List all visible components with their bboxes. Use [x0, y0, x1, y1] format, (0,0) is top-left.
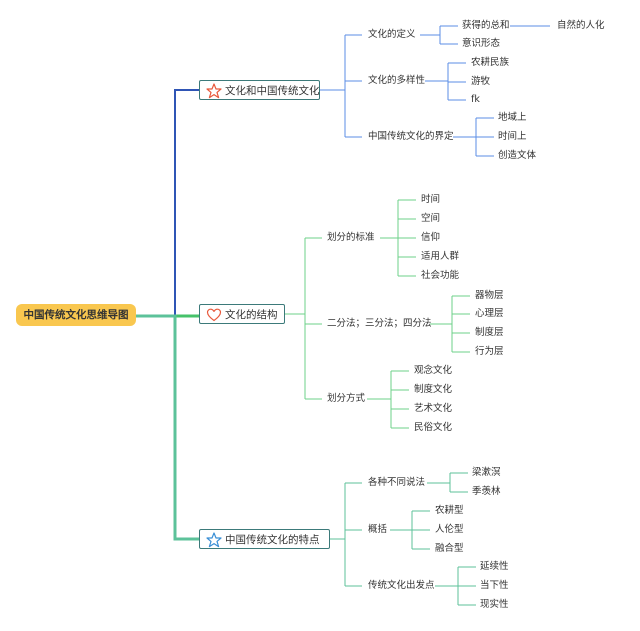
branch-label: 文化和中国传统文化 — [225, 85, 320, 97]
node-standard-item[interactable]: 信仰 — [421, 232, 441, 243]
summary-connectors — [390, 510, 430, 550]
node-standard-item[interactable]: 空间 — [421, 213, 441, 224]
branch-label: 文化的结构 — [225, 309, 278, 321]
root-node[interactable]: 中国传统文化思维导图 — [16, 304, 136, 326]
root-to-culture-connector — [136, 89, 199, 317]
node-ways-item[interactable]: 艺术文化 — [414, 403, 453, 414]
node-methods-item[interactable]: 行为层 — [475, 346, 504, 357]
node-ways[interactable]: 划分方式 — [327, 393, 366, 404]
star-outline-icon — [206, 532, 222, 548]
node-ways-item[interactable]: 制度文化 — [414, 384, 453, 395]
node-boundary-item[interactable]: 创造文体 — [498, 150, 537, 161]
node-standard-item[interactable]: 适用人群 — [421, 251, 460, 262]
node-standard-item[interactable]: 社会功能 — [421, 270, 460, 281]
node-diversity-item[interactable]: 农耕民族 — [471, 57, 510, 68]
node-origin[interactable]: 传统文化出发点 — [368, 580, 435, 591]
culture-branch-connectors — [320, 34, 362, 138]
node-diversity-item[interactable]: 游牧 — [471, 76, 491, 87]
node-standard-item[interactable]: 时间 — [421, 194, 441, 205]
node-standard[interactable]: 划分的标准 — [327, 232, 375, 243]
sayings-connectors — [427, 472, 468, 493]
node-methods-item[interactable]: 心理层 — [475, 308, 504, 319]
methods-connectors — [430, 295, 470, 353]
node-sayings-item[interactable]: 梁漱溟 — [472, 467, 501, 478]
node-boundary[interactable]: 中国传统文化的界定 — [368, 131, 454, 142]
node-summary-item[interactable]: 人伦型 — [435, 524, 464, 535]
node-origin-item[interactable]: 现实性 — [480, 599, 509, 610]
node-methods-item[interactable]: 制度层 — [475, 327, 504, 338]
node-diversity[interactable]: 文化的多样性 — [368, 75, 426, 86]
trait-branch-connectors — [330, 482, 362, 587]
node-ways-item[interactable]: 观念文化 — [414, 365, 453, 376]
branch-node-culture[interactable]: 文化和中国传统文化 — [199, 80, 320, 100]
node-ways-item[interactable]: 民俗文化 — [414, 422, 453, 433]
node-definition-item[interactable]: 意识形态 — [462, 38, 501, 49]
node-definition[interactable]: 文化的定义 — [368, 29, 416, 40]
structure-branch-connectors — [285, 237, 322, 400]
branch-node-structure[interactable]: 文化的结构 — [199, 304, 285, 324]
node-methods-item[interactable]: 器物层 — [475, 290, 504, 301]
node-origin-item[interactable]: 延续性 — [480, 561, 509, 572]
definition-connectors — [420, 25, 550, 45]
node-diversity-item[interactable]: fk — [471, 94, 480, 105]
branch-label: 中国传统文化的特点 — [225, 534, 320, 546]
node-boundary-item[interactable]: 时间上 — [498, 131, 527, 142]
standard-connectors — [380, 199, 416, 277]
node-sayings[interactable]: 各种不同说法 — [368, 477, 426, 488]
diversity-connectors — [425, 62, 466, 101]
branch-node-trait[interactable]: 中国传统文化的特点 — [199, 529, 330, 549]
star-outline-icon — [206, 83, 222, 99]
node-methods[interactable]: 二分法；三分法；四分法 — [327, 318, 432, 329]
node-definition-nested[interactable]: 自然的人化 — [557, 20, 605, 31]
node-summary[interactable]: 概括 — [368, 524, 388, 535]
root-to-trait-connector — [136, 314, 199, 541]
node-summary-item[interactable]: 融合型 — [435, 543, 464, 554]
node-boundary-item[interactable]: 地域上 — [498, 112, 527, 123]
origin-connectors — [435, 566, 476, 606]
heart-outline-icon — [206, 308, 222, 322]
boundary-connectors — [453, 117, 494, 157]
node-origin-item[interactable]: 当下性 — [480, 580, 509, 591]
node-definition-item[interactable]: 获得的总和 — [462, 20, 510, 31]
node-summary-item[interactable]: 农耕型 — [435, 505, 464, 516]
ways-connectors — [367, 370, 409, 429]
node-sayings-item[interactable]: 季羡林 — [472, 486, 501, 497]
